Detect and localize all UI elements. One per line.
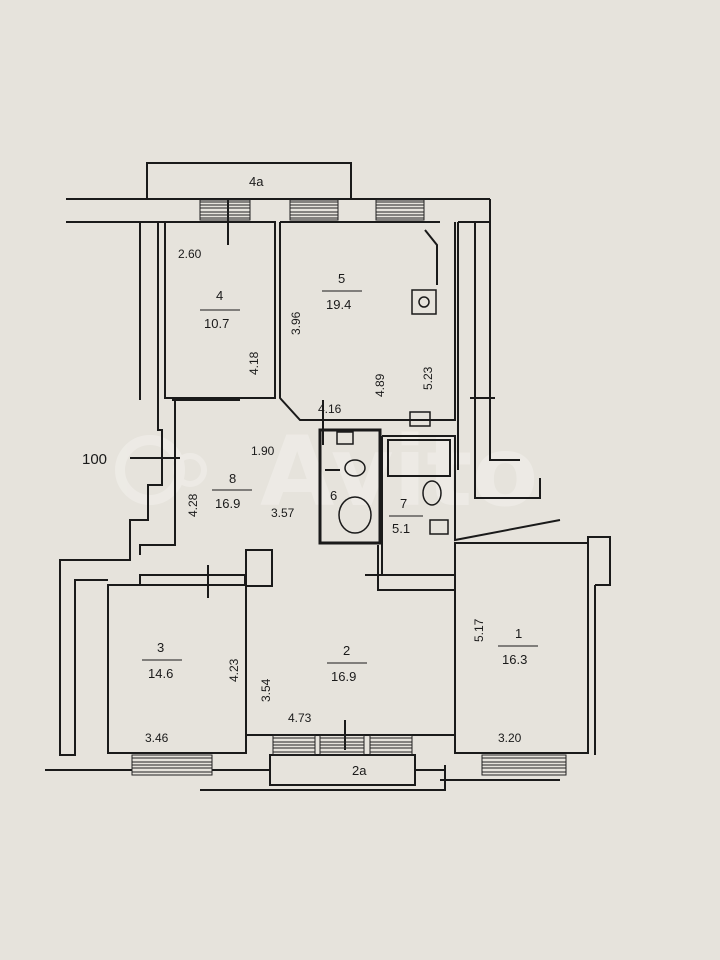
balcony-4a-label: 4а xyxy=(249,174,264,189)
room-5-number: 5 xyxy=(338,271,345,286)
dimension-4-16: 4.16 xyxy=(318,402,342,416)
labels: 4а 2а 100 4 10.7 5 19.4 8 16.9 6 7 5.1 3… xyxy=(82,174,538,778)
balcony-2a-label: 2а xyxy=(352,763,367,778)
dimension-4-18: 4.18 xyxy=(247,351,261,375)
dimension-3-96: 3.96 xyxy=(289,311,303,335)
room-4-area: 10.7 xyxy=(204,316,229,331)
room-7-number: 7 xyxy=(400,496,407,511)
dimension-4-73: 4.73 xyxy=(288,711,312,725)
dimension-3-57: 3.57 xyxy=(271,506,295,520)
dimension-4-28: 4.28 xyxy=(186,493,200,517)
room-3-number: 3 xyxy=(157,640,164,655)
dimension-3-20: 3.20 xyxy=(498,731,522,745)
room-8-area: 16.9 xyxy=(215,496,240,511)
toilet-icon xyxy=(336,431,354,445)
room-2-area: 16.9 xyxy=(331,669,356,684)
room-4-number: 4 xyxy=(216,288,223,303)
dimension-3-46: 3.46 xyxy=(145,731,169,745)
dimension-3-54: 3.54 xyxy=(259,678,273,702)
watermark: Avito xyxy=(115,416,538,528)
room-7-area: 5.1 xyxy=(392,521,410,536)
stove-icon xyxy=(409,411,431,427)
room-1-area: 16.3 xyxy=(502,652,527,667)
dimension-2-60: 2.60 xyxy=(178,247,202,261)
windows xyxy=(131,199,567,776)
kitchen-sink-icon xyxy=(411,289,437,315)
dimension-5-23: 5.23 xyxy=(421,366,435,390)
room-5-area: 19.4 xyxy=(326,297,351,312)
apartment-number: 100 xyxy=(82,451,107,468)
room-1-number: 1 xyxy=(515,626,522,641)
watermark-text: Avito xyxy=(260,416,538,528)
room-8-number: 8 xyxy=(229,471,236,486)
fixtures xyxy=(336,289,449,535)
room-2-number: 2 xyxy=(343,643,350,658)
room-6-number: 6 xyxy=(330,488,337,503)
dimension-4-89: 4.89 xyxy=(373,373,387,397)
washbasin-icon xyxy=(429,519,449,535)
dimension-1-90: 1.90 xyxy=(251,444,275,458)
walls xyxy=(45,162,611,791)
room-3-area: 14.6 xyxy=(148,666,173,681)
dimension-5-17: 5.17 xyxy=(472,618,486,642)
dimension-4-23: 4.23 xyxy=(227,658,241,682)
